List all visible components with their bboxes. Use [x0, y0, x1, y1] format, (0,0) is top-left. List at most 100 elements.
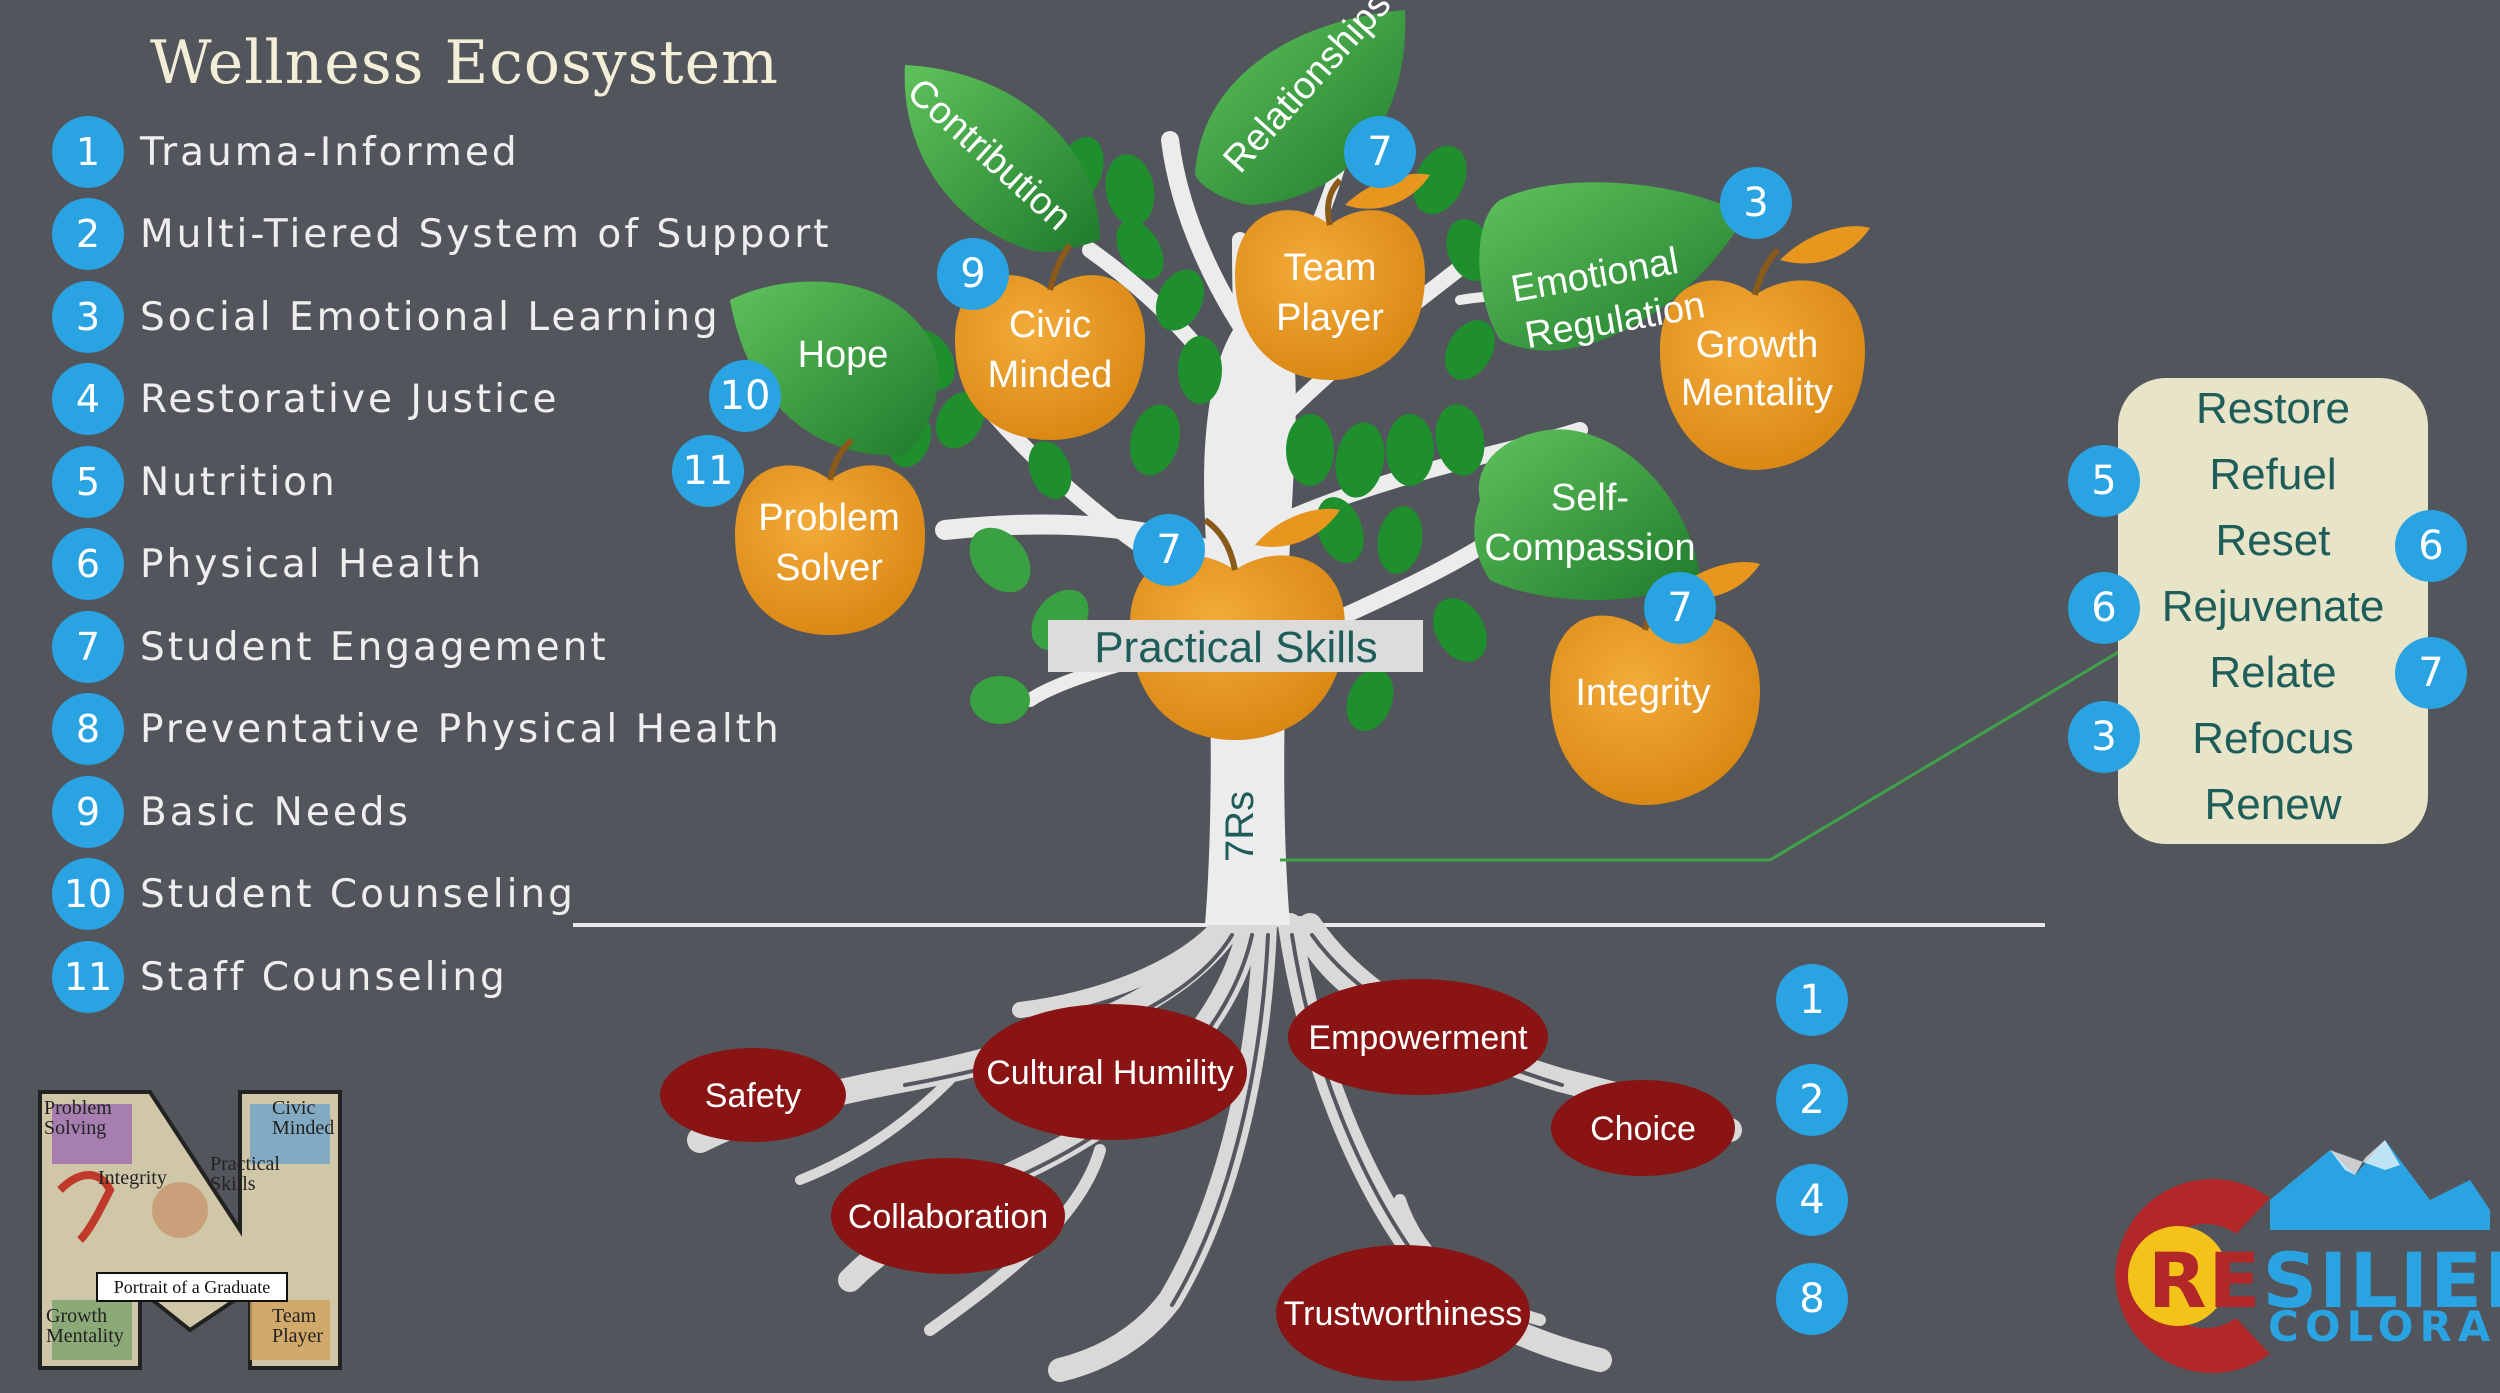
legend-label: Student Engagement	[140, 624, 609, 670]
root-label-trustworthiness: Trustworthiness	[1284, 1295, 1523, 1333]
root-label-choice: Choice	[1590, 1110, 1696, 1148]
apple-civic-minded	[955, 243, 1145, 440]
apple-label-growth-mentality-1: Growth	[1696, 324, 1818, 366]
legend-badge: 1	[52, 116, 124, 188]
rs-item-refuel: Refuel	[2209, 450, 2337, 499]
apple-label-civic-minded-1: Civic	[1009, 304, 1091, 346]
portrait-word-practical-skills: Practical Skills	[210, 1153, 280, 1195]
portrait-of-a-graduate-label: Portrait of a Graduate	[96, 1272, 288, 1302]
legend-item-8: 8 Preventative Physical Health	[52, 693, 782, 765]
legend-label: Student Counseling	[140, 871, 576, 917]
tree-badge-hope: 10	[709, 360, 781, 432]
portrait-word-growth-mentality: Growth Mentality	[46, 1305, 124, 1347]
rs-badge-rejuvenate: 6	[2068, 572, 2140, 644]
rs-item-reset: Reset	[2215, 516, 2331, 565]
root-badge-1: 1	[1776, 964, 1848, 1036]
tree-badge-integrity: 7	[1644, 572, 1716, 644]
leaf-hope	[730, 281, 939, 456]
legend-label: Nutrition	[140, 459, 338, 505]
rs-item-relate: Relate	[2209, 648, 2337, 697]
legend-badge: 11	[52, 941, 124, 1013]
apple-label-problem-solver-2: Solver	[775, 547, 883, 589]
legend-item-3: 3 Social Emotional Learning	[52, 281, 721, 353]
leaf-emotional-regulation	[1479, 182, 1745, 351]
rs-item-renew: Renew	[2204, 780, 2342, 829]
legend-item-11: 11 Staff Counseling	[52, 941, 508, 1013]
rs-item-refocus: Refocus	[2192, 714, 2354, 763]
apple-label-civic-minded-2: Minded	[988, 354, 1113, 396]
apple-label-team-player-1: Team	[1284, 247, 1377, 289]
tree-badge-practical-skills: 7	[1133, 514, 1205, 586]
legend-badge: 2	[52, 198, 124, 270]
rs-badge-reset: 6	[2395, 510, 2467, 582]
apple-problem-solver	[735, 437, 925, 635]
rs-badge-relate: 7	[2395, 637, 2467, 709]
legend-label: Physical Health	[140, 541, 485, 587]
tree-badge-emotional-regulation: 3	[1720, 167, 1792, 239]
leaf-label-self-compassion-2: Compassion	[1484, 527, 1695, 569]
tree-badge-team-player: 7	[1344, 116, 1416, 188]
legend-item-10: 10 Student Counseling	[52, 858, 576, 930]
page-title: Wellness Ecosystem	[150, 28, 779, 98]
legend-label: Basic Needs	[140, 789, 411, 835]
brand-re: RE	[2148, 1236, 2263, 1325]
apple-label-team-player-2: Player	[1276, 297, 1384, 339]
legend-badge: 4	[52, 363, 124, 435]
legend-badge: 5	[52, 446, 124, 518]
practical-skills-label: Practical Skills	[1094, 623, 1378, 672]
root-label-cultural-humility: Cultural Humility	[986, 1054, 1234, 1092]
apple-label-growth-mentality-2: Mentality	[1681, 372, 1833, 414]
root-values	[660, 979, 1735, 1381]
root-badge-2: 2	[1776, 1064, 1848, 1136]
legend-badge: 8	[52, 693, 124, 765]
portrait-word-problem-solving: Problem Solving	[44, 1097, 112, 1139]
apple-growth-mentality	[1660, 226, 1870, 470]
legend-item-9: 9 Basic Needs	[52, 776, 411, 848]
portrait-word-integrity: Integrity	[98, 1167, 167, 1189]
rs-badge-refuel: 5	[2068, 445, 2140, 517]
rs-badge-refocus: 3	[2068, 701, 2140, 773]
seven-rs-box	[2118, 378, 2428, 844]
legend-label: Trauma-Informed	[140, 129, 520, 175]
brand-resilient: RESILIENT	[2148, 1236, 2500, 1325]
seven-rs-connector	[1280, 636, 2143, 862]
legend-badge: 3	[52, 281, 124, 353]
portrait-word-team-player: Team Player	[272, 1305, 324, 1347]
legend-label: Preventative Physical Health	[140, 706, 782, 752]
legend-label: Social Emotional Learning	[140, 294, 721, 340]
tree-badge-problem-solver: 11	[672, 435, 744, 507]
portrait-word-civic-minded: Civic Minded	[272, 1097, 335, 1139]
practical-skills-plaque	[1048, 620, 1423, 672]
apple-label-integrity: Integrity	[1575, 672, 1710, 714]
legend-label: Restorative Justice	[140, 376, 560, 422]
trunk-label-7rs: 7Rs	[1218, 791, 1262, 862]
legend-label: Multi-Tiered System of Support	[140, 211, 832, 257]
legend-item-7: 7 Student Engagement	[52, 611, 609, 683]
resilient-colorado-mark	[2115, 1140, 2490, 1373]
leaf-self-compassion	[1474, 429, 1700, 600]
brand-colorado: COLORADO	[2268, 1302, 2500, 1351]
legend-badge: 7	[52, 611, 124, 683]
legend-badge: 10	[52, 858, 124, 930]
legend-item-6: 6 Physical Health	[52, 528, 485, 600]
rs-item-rejuvenate: Rejuvenate	[2161, 582, 2385, 631]
legend-item-4: 4 Restorative Justice	[52, 363, 560, 435]
root-label-empowerment: Empowerment	[1308, 1019, 1528, 1057]
legend-item-1: 1 Trauma-Informed	[52, 116, 520, 188]
leaf-contribution	[904, 65, 1100, 252]
apple-label-problem-solver-1: Problem	[758, 497, 900, 539]
legend-badge: 6	[52, 528, 124, 600]
legend-item-5: 5 Nutrition	[52, 446, 338, 518]
root-label-collaboration: Collaboration	[848, 1198, 1048, 1236]
root-badge-8: 8	[1776, 1263, 1848, 1335]
rs-item-restore: Restore	[2195, 384, 2351, 433]
apple-team-player	[1235, 173, 1430, 380]
leaf-label-self-compassion-1: Self-	[1551, 477, 1629, 519]
tree-badge-civic-minded: 9	[937, 238, 1009, 310]
root-badge-4: 4	[1776, 1164, 1848, 1236]
legend-item-2: 2 Multi-Tiered System of Support	[52, 198, 832, 270]
legend-badge: 9	[52, 776, 124, 848]
legend-label: Staff Counseling	[140, 954, 508, 1000]
